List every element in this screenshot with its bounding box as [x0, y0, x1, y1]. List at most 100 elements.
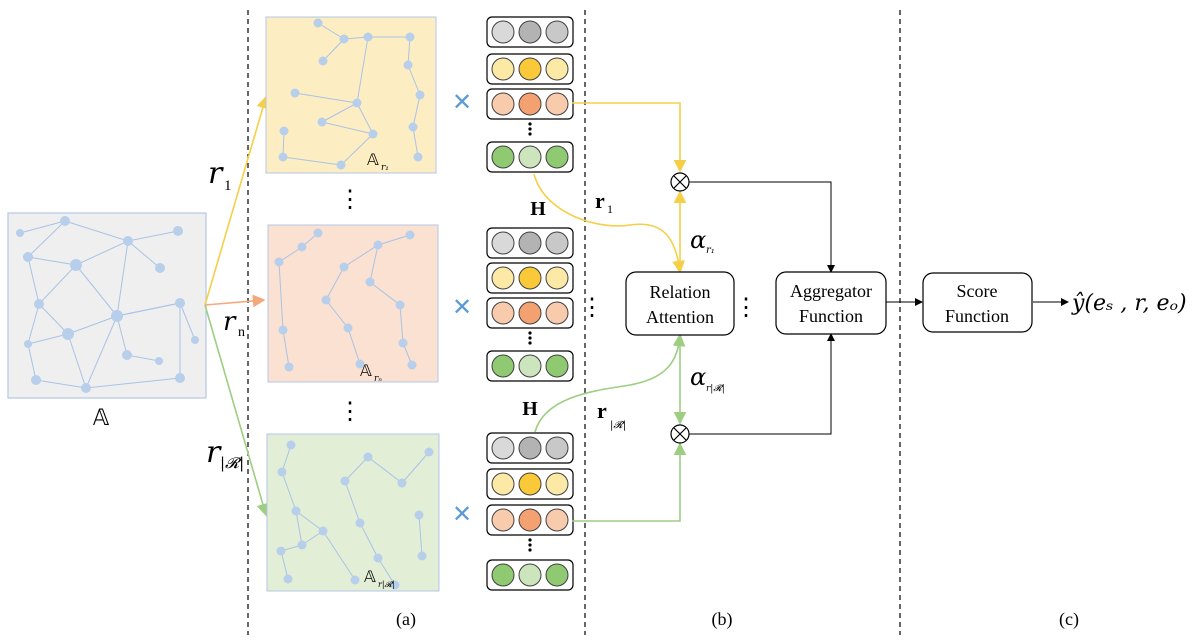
adjacency-r1-edge [356, 36, 369, 104]
input-graph-node [81, 383, 91, 393]
adjacency-rR-node [397, 478, 407, 488]
adjacency-rR-node [350, 575, 360, 585]
input-graph-label: 𝔸 [93, 406, 110, 431]
input-graph-node [70, 259, 82, 271]
feature-cell [518, 563, 542, 587]
feature-cell [518, 20, 542, 44]
adjacency-rR-node [318, 526, 328, 536]
adjacency-rR-nodes [276, 440, 434, 590]
feature-row [486, 262, 574, 294]
feature-cell [491, 20, 515, 44]
input-graph-edge [27, 343, 37, 381]
adjacency-r1-edge [407, 64, 421, 96]
adjacency-rn-node [373, 240, 383, 250]
green-row-to-otimes [572, 442, 687, 522]
adjacency-r1-node [278, 152, 288, 162]
adjacency-rR-node [373, 553, 383, 563]
relation-rn-subscript: n [238, 325, 245, 340]
input-graph-edge [35, 379, 87, 389]
input-graph-edge [116, 315, 128, 356]
input-graph-edge [127, 230, 179, 242]
feature-cell [518, 436, 542, 460]
relation-rR-subscript: |𝓡| [220, 454, 244, 472]
input-graph-edge [75, 240, 129, 266]
input-graph-edge [27, 256, 40, 305]
feature-ellipsis-dot [528, 132, 532, 136]
adjacency-rR-node [276, 546, 286, 556]
otimes-node-1 [670, 172, 690, 192]
feature-label-H-2: H [522, 398, 538, 420]
input-graph-node [111, 310, 123, 322]
ellipsis-mid-2: ⋮ [734, 295, 758, 321]
input-graph-node [31, 375, 41, 385]
adjacency-r1-edge [294, 92, 358, 104]
adjacency-r1-node [317, 117, 327, 127]
adjacency-rR-edge [281, 444, 292, 473]
feature-row [486, 504, 574, 536]
feature-cell [518, 508, 542, 532]
feature-cell [491, 301, 515, 325]
adjacency-rn-node [355, 359, 365, 369]
attention-weight-2-sub: r|𝓡| [706, 384, 725, 394]
feature-cell [491, 57, 515, 81]
adjacency-graph-rR: 𝔸 r|𝓡| [266, 433, 440, 592]
score-line1: Score [957, 281, 998, 301]
adjacency-r1-node [413, 152, 423, 162]
adjacency-r1-edge [321, 102, 358, 123]
feature-matrices [486, 16, 574, 591]
adjacency-rR-node [340, 476, 350, 486]
adjacency-rR-node [390, 580, 400, 590]
feature-cell [491, 563, 515, 587]
input-graph-edge [85, 377, 181, 389]
input-graph-node [16, 229, 24, 237]
input-graph-node [122, 350, 132, 360]
adjacency-rR-edge [367, 456, 403, 484]
adjacency-rn-edge [278, 261, 284, 331]
feature-row [486, 16, 574, 48]
input-graph-edge [27, 256, 77, 266]
feature-row [486, 297, 574, 329]
multiply-icon-3: ✕ [452, 500, 472, 528]
feature-cell [518, 472, 542, 496]
relation-r1-subscript: 1 [224, 178, 232, 194]
aggregator-line1: Aggregator [790, 281, 872, 301]
feature-cell [545, 266, 569, 290]
score-line2: Function [945, 306, 1009, 326]
input-graph-edge [19, 220, 66, 234]
adjacency-rR-edge [281, 471, 297, 512]
panel-label-a: (a) [396, 609, 416, 630]
relation-vector-r1: r 1 [595, 188, 613, 216]
input-graph-node [173, 226, 183, 236]
ellipsis-graphs-2: ⋮ [338, 399, 362, 425]
feature-cell [491, 354, 515, 378]
feature-ellipsis-dot [528, 122, 532, 126]
input-graph-node [62, 328, 74, 340]
input-graph-edge [27, 333, 69, 345]
feature-cell [545, 20, 569, 44]
adjacency-rR-edge [344, 480, 361, 524]
otimes1-to-aggregator [689, 181, 835, 273]
input-graph-edges [19, 220, 196, 389]
arrow-r1 [204, 95, 269, 306]
input-graph-edge [127, 240, 161, 269]
adjacency-r1-node [290, 88, 300, 98]
otimes2-to-aggregator [689, 333, 835, 435]
adjacency-rn-node [407, 360, 417, 370]
adjacency-rn-label: 𝔸 [360, 361, 372, 380]
input-graph-node [191, 336, 199, 344]
adjacency-rR-node [291, 506, 301, 516]
ellipsis-mid-1: ⋮ [580, 295, 604, 321]
adjacency-rn-edge [278, 246, 303, 263]
adjacency-rn-node [278, 325, 288, 335]
panel-label-b: (b) [712, 609, 733, 630]
input-graph-node [155, 263, 165, 273]
adjacency-rR-edge [418, 514, 423, 557]
adjacency-rR-edge [359, 522, 379, 559]
adjacency-rn-edge [369, 244, 379, 283]
feature-ellipsis-dot [528, 336, 532, 340]
feature-ellipsis-dot [528, 548, 532, 552]
score-function-box: Score Function [922, 272, 1033, 333]
adjacency-r1-node [336, 160, 346, 170]
relation-label-r1: r 1 [208, 156, 232, 194]
